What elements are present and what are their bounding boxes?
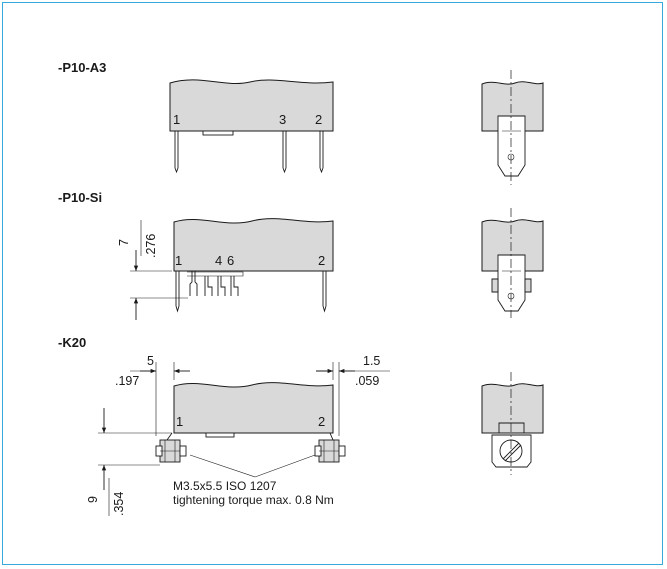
relay-body-k20-front <box>173 382 334 438</box>
pin-label-1: 1 <box>175 253 182 268</box>
pin-label-1: 1 <box>176 414 183 429</box>
torque-note: tightening torque max. 0.8 Nm <box>173 493 334 507</box>
height-dim-mm: 9 <box>86 496 100 503</box>
variant-heading-p10-a3: -P10-A3 <box>58 60 106 75</box>
pin-label-2: 2 <box>318 414 325 429</box>
relay-side-view-p10-si <box>481 208 544 318</box>
right-dim-mm: 1.5 <box>363 354 380 368</box>
relay-side-view-p10-a3 <box>481 70 544 185</box>
height-dim-inch: .354 <box>112 492 126 516</box>
height-dim-mm: 7 <box>117 239 131 246</box>
relay-body-p10-si-front <box>173 218 334 313</box>
screw-spec-note: M3.5x5.5 ISO 1207 <box>173 479 277 493</box>
variant-heading-k20: -K20 <box>58 335 86 350</box>
height-dimension-p10-si <box>130 220 188 320</box>
screw-terminal-left <box>155 432 187 463</box>
left-dim-inch: .197 <box>115 374 139 388</box>
height-dimension-k20 <box>98 408 172 516</box>
pin-label-1: 1 <box>173 112 180 127</box>
right-dim-inch: .059 <box>355 374 379 388</box>
left-dim-mm: 5 <box>147 354 154 368</box>
section-p10-a3: -P10-A3 1 3 2 <box>58 60 544 185</box>
pin-label-6: 6 <box>227 253 234 268</box>
screw-terminal-right <box>314 432 346 463</box>
height-dim-inch: .276 <box>144 234 158 258</box>
pin-label-3: 3 <box>279 112 286 127</box>
pin-label-2: 2 <box>315 112 322 127</box>
pin-label-2: 2 <box>318 253 325 268</box>
center-tab <box>205 432 235 438</box>
pin-label-4: 4 <box>215 253 222 268</box>
left-offset-dimension <box>130 362 190 436</box>
screw-leader-lines <box>189 454 316 478</box>
relay-body-p10-a3-front <box>169 79 334 174</box>
variant-heading-p10-si: -P10-Si <box>58 190 102 205</box>
relay-side-view-k20 <box>481 372 544 475</box>
section-k20: -K20 5 .197 1.5 .059 1 2 <box>58 335 544 516</box>
center-tab <box>202 130 234 136</box>
right-offset-dimension <box>316 362 390 436</box>
section-p10-si: -P10-Si 1 4 6 2 7 .276 <box>58 190 544 320</box>
